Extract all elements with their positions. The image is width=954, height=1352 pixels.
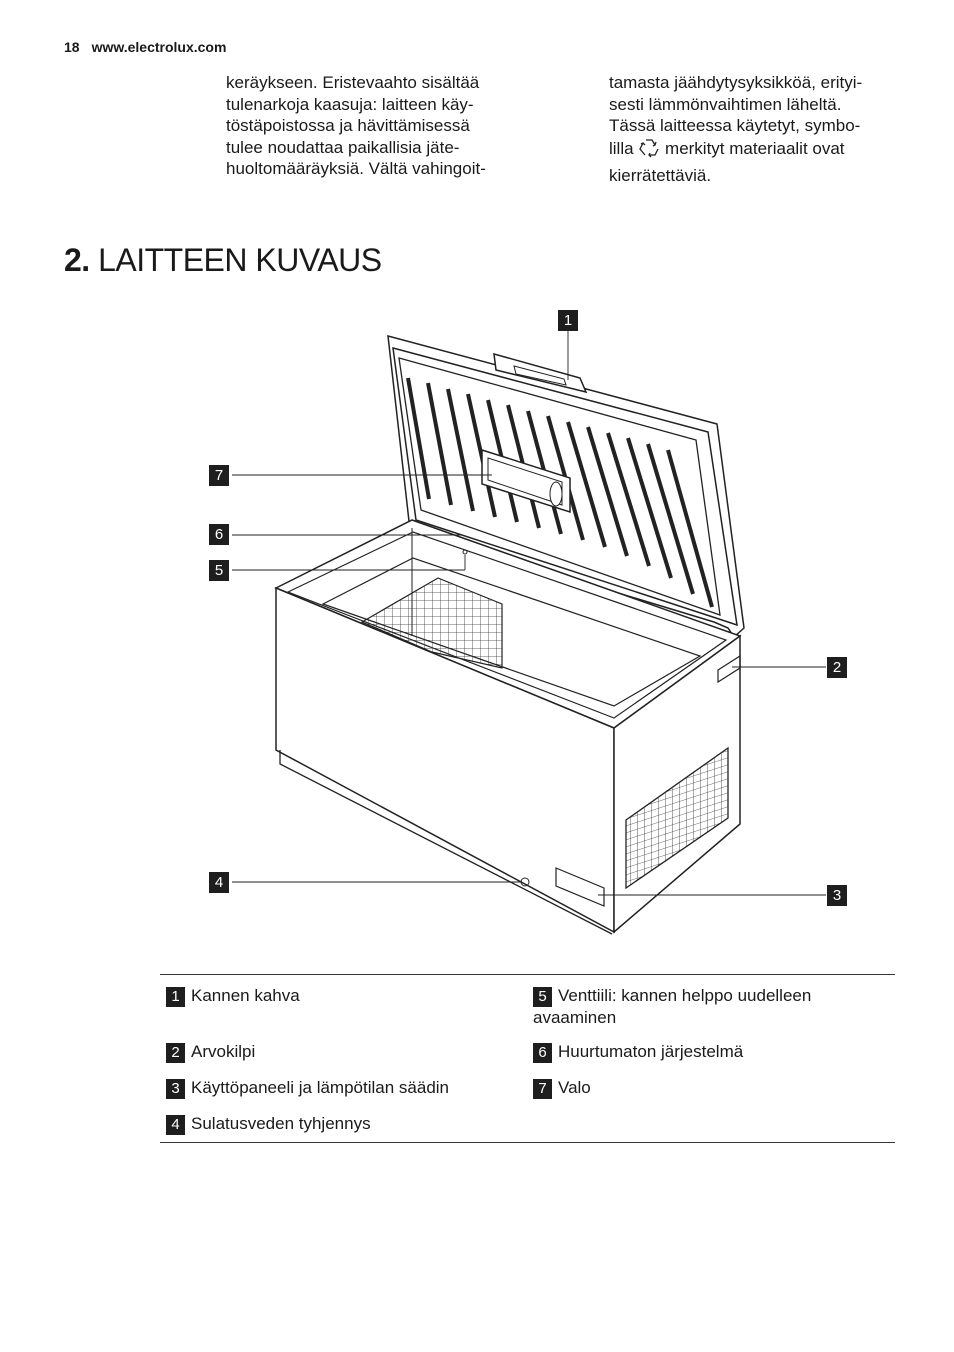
legend-label: Kannen kahva [191, 986, 300, 1005]
legend-table: 1 Kannen kahva 2 Arvokilpi 3 Käyttöpaneeli … [160, 974, 895, 1143]
legend-number: 5 [533, 987, 552, 1007]
legend-item: 6 Huurtumaton järjestelmä [533, 1041, 743, 1063]
legend-number: 6 [533, 1043, 552, 1063]
intro-line-with-symbol: lilla merkityt materiaalit ovat [609, 137, 899, 165]
callout-5: 5 [209, 560, 229, 581]
intro-line: kierrätettäviä. [609, 165, 712, 185]
legend-label: Venttiili: kannen helppo uudelleen [558, 986, 812, 1005]
section-title: LAITTEEN KUVAUS [98, 242, 382, 278]
legend-label: avaaminen [533, 1008, 617, 1027]
intro-line: tulenarkoja kaasuja: laitteen käy- [226, 94, 474, 114]
legend-label: Huurtumaton järjestelmä [558, 1042, 744, 1061]
callout-4: 4 [209, 872, 229, 893]
section-number: 2. [64, 242, 90, 278]
intro-line: keräykseen. Eristevaahto sisältää [226, 73, 480, 92]
intro-line: Tässä laitteessa käytetyt, symbo- [609, 116, 861, 135]
callout-3: 3 [827, 885, 847, 906]
legend-item: 1 Kannen kahva [166, 985, 300, 1007]
legend-number: 1 [166, 987, 185, 1007]
freezer-illustration [232, 330, 826, 935]
page-header: 18 www.electrolux.com [64, 39, 226, 55]
legend-item: 2 Arvokilpi [166, 1041, 255, 1063]
page-number: 18 [64, 39, 80, 55]
intro-line: tulee noudattaa paikallisia jäte- [226, 137, 460, 157]
legend-label: Arvokilpi [191, 1042, 256, 1061]
legend-label: Valo [558, 1078, 591, 1097]
intro-column-1: keräykseen. Eristevaahto sisältää tulena… [226, 72, 516, 180]
site-url: www.electrolux.com [91, 39, 227, 55]
callout-7: 7 [209, 465, 229, 486]
legend-number: 2 [166, 1043, 185, 1063]
legend-label: Käyttöpaneeli ja lämpötilan säädin [191, 1078, 450, 1097]
legend-number: 4 [166, 1115, 185, 1135]
callout-6: 6 [209, 524, 229, 545]
intro-text: merkityt materiaalit ovat [665, 138, 845, 158]
legend-number: 3 [166, 1079, 185, 1099]
callout-2: 2 [827, 657, 847, 678]
intro-line: töstäpoistossa ja hävittämisessä [226, 116, 470, 135]
legend-label: Sulatusveden tyhjennys [191, 1114, 371, 1133]
intro-line: sesti lämmönvaihtimen läheltä. [609, 94, 842, 114]
legend-item: 4 Sulatusveden tyhjennys [166, 1113, 371, 1135]
section-heading: 2. LAITTEEN KUVAUS [64, 242, 382, 279]
intro-line: tamasta jäähdytysyksikköä, erityi- [609, 73, 863, 92]
intro-text: lilla [609, 138, 634, 158]
callout-1: 1 [558, 310, 578, 331]
intro-line: huoltomääräyksiä. Vältä vahingoit- [226, 159, 486, 178]
legend-number: 7 [533, 1079, 552, 1099]
legend-item: 3 Käyttöpaneeli ja lämpötilan säädin [166, 1077, 449, 1099]
legend-item: 5 Venttiili: kannen helppo uudelleen avaa… [533, 985, 811, 1028]
legend-item: 7 Valo [533, 1077, 591, 1099]
recycle-icon [638, 138, 660, 165]
intro-column-2: tamasta jäähdytysyksikköä, erityi- sesti… [609, 72, 899, 186]
